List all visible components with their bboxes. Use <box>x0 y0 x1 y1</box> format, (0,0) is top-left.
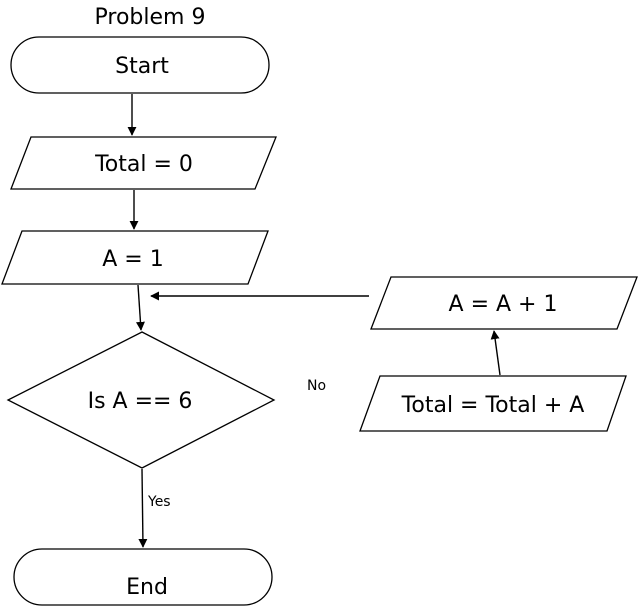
init-a-node: A = 1 <box>1 230 269 285</box>
increment-a-node: A = A + 1 <box>370 276 638 330</box>
init-total-label: Total = 0 <box>94 152 193 177</box>
yes-edge-label: Yes <box>147 494 171 510</box>
update-total-node: Total = Total + A <box>359 375 627 432</box>
start-node: Start <box>10 36 270 94</box>
end-label: End <box>126 575 168 600</box>
increment-a-shape <box>370 276 638 330</box>
start-shape <box>10 36 270 94</box>
no-edge-label: No <box>307 378 326 394</box>
update-total-label: Total = Total + A <box>401 393 585 418</box>
decision-node: Is A == 6 <box>6 331 276 469</box>
diagram-title: Problem 9 <box>95 5 206 30</box>
end-shape <box>13 548 273 606</box>
init-a-label: A = 1 <box>102 247 163 272</box>
decision-label: Is A == 6 <box>88 389 193 414</box>
arrow-update-to-increment <box>490 330 501 376</box>
init-total-shape <box>10 136 277 190</box>
arrow-a-to-decision <box>135 284 145 331</box>
init-total-node: Total = 0 <box>10 136 277 190</box>
decision-shape <box>6 331 276 469</box>
update-total-shape <box>359 375 627 432</box>
start-label: Start <box>115 54 169 79</box>
end-node: End <box>13 548 273 606</box>
arrow-decision-to-end <box>138 468 148 548</box>
init-a-shape <box>1 230 269 285</box>
increment-a-label: A = A + 1 <box>449 292 558 317</box>
